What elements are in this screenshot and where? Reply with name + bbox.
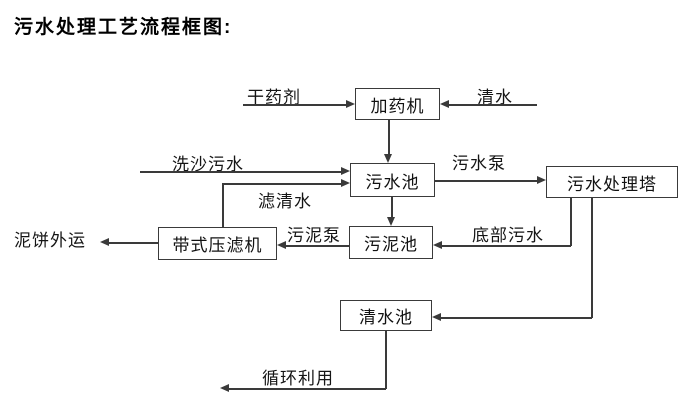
mud-cake-out-arrowhead-icon [100,238,109,246]
node-belt-filter-press: 带式压滤机 [158,227,277,260]
bottom-sewage-riser-line [570,198,572,246]
recycle-riser-line [385,331,387,389]
dry-agent-flow-line [243,104,347,106]
sand-washing-arrowhead-icon [341,167,350,175]
label-sewage-pump: 污水泵 [452,154,506,173]
bottom-sewage-arrowhead-icon [433,241,442,249]
tower-to-clean-pool-riser-line [591,198,593,318]
bottom-sewage-flow-line [442,245,571,247]
dry-agent-arrowhead-icon [346,100,355,108]
node-sludge-pool: 污泥池 [349,226,433,259]
tower-to-clean-pool-arrowhead-icon [432,313,441,321]
clean-water-flow-line [449,104,537,106]
label-mud-cake-out: 泥饼外运 [14,231,86,250]
label-filtered-water: 滤清水 [258,192,312,211]
filtered-water-riser-line [222,184,224,227]
filtered-water-arrowhead-icon [341,179,350,187]
dosing-to-pool-arrowhead-icon [384,154,392,163]
node-sewage-pool: 污水池 [350,163,435,197]
pool-to-sludge-arrowhead-icon [387,217,395,226]
sand-washing-flow-line [140,171,341,173]
page-title: 污水处理工艺流程框图: [14,17,233,38]
clean-water-arrowhead-icon [440,100,449,108]
label-clean-water: 清水 [477,88,513,107]
mud-cake-out-flow-line [109,242,158,244]
node-dosing-machine: 加药机 [355,88,440,120]
node-treatment-tower: 污水处理塔 [546,166,678,198]
tower-to-clean-pool-flow-line [441,317,592,319]
filtered-water-flow-line [222,183,341,185]
label-bottom-sewage: 底部污水 [472,226,544,245]
label-sludge-pump: 污泥泵 [287,226,341,245]
recycle-flow-line [229,388,386,390]
recycle-arrowhead-icon [220,384,229,392]
label-recycle-use: 循环利用 [262,369,334,388]
label-sand-washing-sewage: 洗沙污水 [172,155,244,174]
sewage-pump-arrowhead-icon [537,176,546,184]
pool-to-sludge-flow-line [391,197,393,217]
node-clean-water-pool: 清水池 [340,300,432,331]
dosing-to-pool-flow-line [388,120,390,154]
sludge-pump-flow-line [286,245,349,247]
label-dry-agent: 干药剂 [247,88,301,107]
sewage-pump-flow-line [435,180,537,182]
sludge-pump-arrowhead-icon [277,241,286,249]
